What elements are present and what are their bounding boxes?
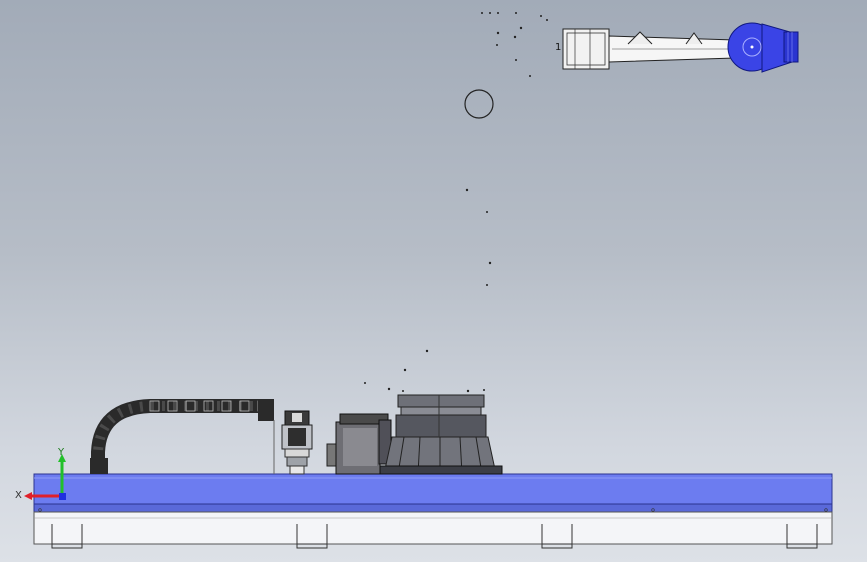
sketch-points (364, 12, 548, 393)
coordinate-triad-icon: Y X (15, 447, 66, 501)
base-platform[interactable] (33, 473, 833, 545)
x-axis-label: X (15, 490, 22, 501)
servo-motor[interactable] (281, 410, 313, 475)
robot-arm-assembly[interactable]: 1 (555, 22, 799, 73)
reference-circle (464, 89, 494, 119)
robot-arm-label: 1 (555, 42, 561, 53)
gearbox-motor[interactable] (326, 413, 392, 475)
cable-drag-chain[interactable] (90, 399, 274, 474)
robot-turntable-base[interactable] (379, 394, 503, 475)
base-feet (51, 524, 818, 549)
y-axis-label: Y (57, 447, 65, 458)
